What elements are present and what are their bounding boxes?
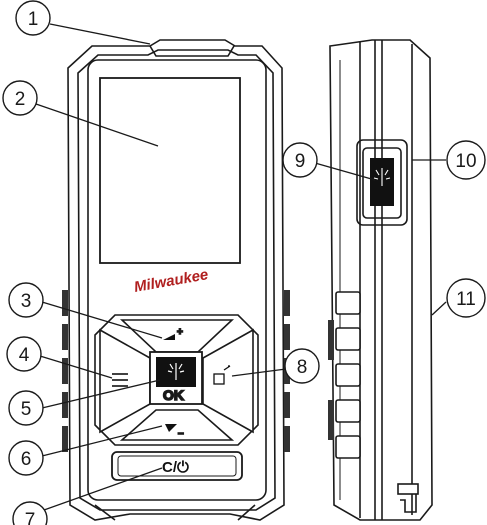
side-laser-button-frame — [356, 139, 408, 226]
side-grip-blocks — [335, 291, 361, 459]
callout-5: 5 — [8, 390, 44, 426]
callout-9: 9 — [282, 142, 318, 178]
svg-text:11: 11 — [456, 289, 476, 310]
plus-icon: + — [163, 326, 184, 340]
svg-text:8: 8 — [297, 357, 308, 378]
callout-7: 7 — [12, 501, 48, 525]
menu-icon — [112, 373, 128, 387]
side-housing-outline — [329, 39, 433, 521]
ok-label: OK — [163, 387, 184, 403]
callout-10: 10 — [446, 140, 486, 180]
reference-icon — [213, 365, 231, 385]
callout-11: 11 — [446, 278, 486, 318]
svg-text:1: 1 — [28, 9, 39, 30]
svg-text:6: 6 — [21, 449, 32, 470]
front-housing-outline — [67, 39, 285, 521]
minus-button[interactable] — [119, 409, 235, 441]
callout-leaders — [35, 23, 447, 511]
svg-text:4: 4 — [19, 345, 30, 366]
svg-text:3: 3 — [21, 291, 32, 312]
svg-text:5: 5 — [21, 399, 32, 420]
reference-button[interactable] — [202, 328, 254, 434]
clear-power-button[interactable] — [111, 451, 243, 481]
svg-text:2: 2 — [15, 89, 26, 110]
front-left-grip-ribs — [62, 290, 68, 452]
keypad: + – OK — [94, 314, 259, 446]
callout-1: 1 — [15, 0, 51, 36]
clear-power-label: C/⏻ — [162, 459, 189, 476]
minus-icon: – — [165, 424, 185, 440]
callout-6: 6 — [8, 440, 44, 476]
laser-icon — [167, 363, 185, 380]
svg-text:–: – — [178, 428, 184, 439]
svg-text:9: 9 — [295, 151, 306, 172]
callout-3: 3 — [8, 282, 44, 318]
device-front-view — [62, 39, 290, 521]
svg-text:Milwaukee: Milwaukee — [133, 266, 210, 296]
front-bumper-inner — [77, 49, 276, 511]
device-side-view — [328, 39, 433, 521]
svg-text:10: 10 — [455, 151, 476, 172]
callout-4: 4 — [6, 336, 42, 372]
side-laser-icon — [373, 168, 391, 186]
svg-text:7: 7 — [25, 510, 36, 525]
brand-logo: Milwaukee — [133, 266, 210, 296]
callout-2: 2 — [2, 80, 38, 116]
callout-8: 8 — [284, 348, 320, 384]
svg-text:+: + — [177, 327, 183, 338]
display-screen — [99, 77, 241, 264]
